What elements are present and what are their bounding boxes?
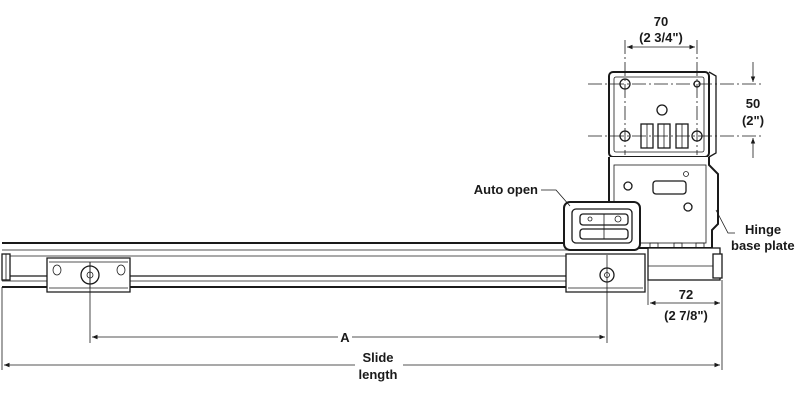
dimension-offset: 72 (2 7/8") [650, 287, 720, 323]
dimension-height-imperial: (2") [742, 113, 764, 128]
auto-open-mechanism [563, 201, 641, 251]
callout-auto-open: Auto open [474, 182, 571, 207]
dimension-height-metric: 50 [746, 96, 760, 111]
dimension-slide-length: Slide length [4, 350, 720, 382]
front-bracket [565, 253, 646, 293]
dimension-top-width-imperial: (2 3/4") [639, 30, 683, 45]
dimension-offset-imperial: (2 7/8") [664, 308, 708, 323]
callout-hinge-label-line2: base plate [731, 238, 795, 253]
center-lines [1, 40, 762, 370]
dimension-slide-length-line2: length [359, 367, 398, 382]
dimension-top-width: 70 (2 3/4") [627, 14, 695, 50]
callout-hinge-base-plate: Hinge base plate [715, 209, 795, 253]
dimension-slide-length-line1: Slide [362, 350, 393, 365]
rear-bracket [46, 257, 131, 293]
dimension-offset-metric: 72 [679, 287, 693, 302]
callout-hinge-label-line1: Hinge [745, 222, 781, 237]
dimension-height: 50 (2") [742, 62, 764, 158]
dimension-a: A [92, 328, 605, 345]
callout-auto-open-label: Auto open [474, 182, 538, 197]
dimension-top-width-metric: 70 [654, 14, 668, 29]
dimension-a-label: A [340, 330, 350, 345]
